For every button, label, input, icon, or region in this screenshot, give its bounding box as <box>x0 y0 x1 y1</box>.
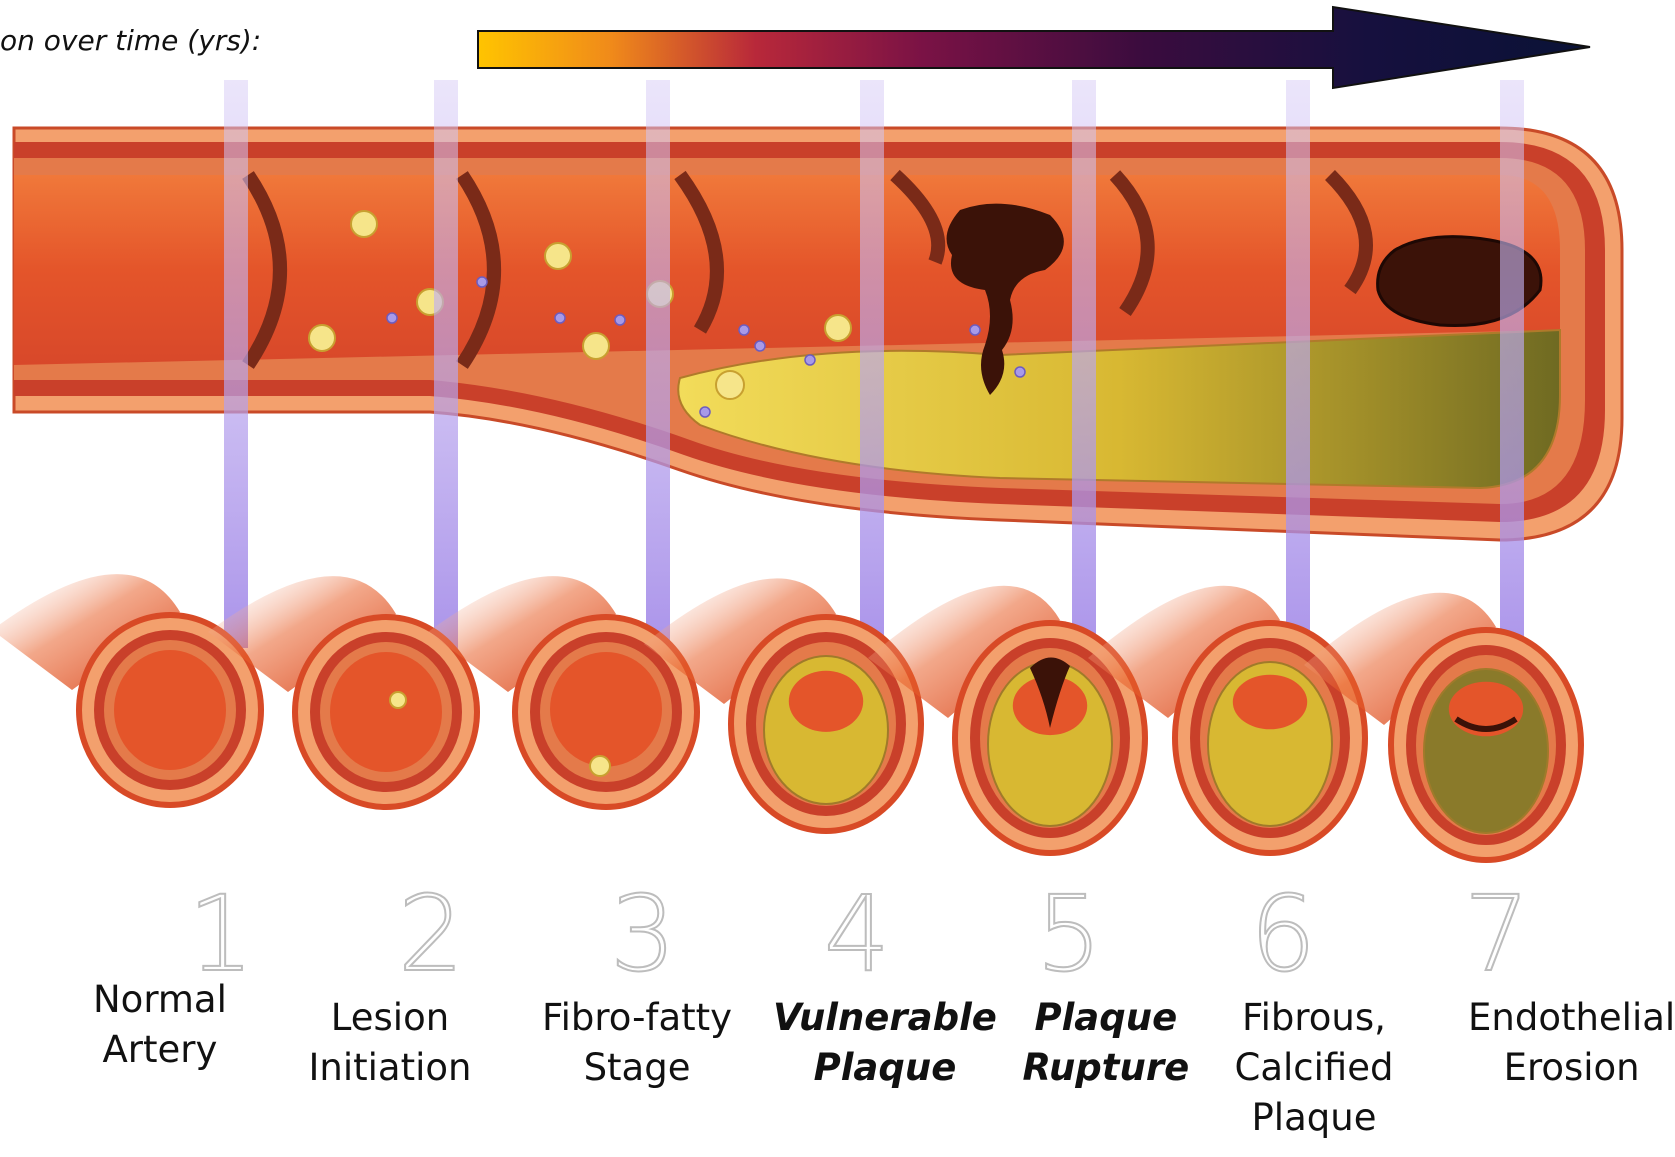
stage-4-label-line: Vulnerable <box>773 993 997 1043</box>
stage-3-label-line: Stage <box>542 1043 732 1093</box>
stage-5-label-line: Rupture <box>1023 1043 1190 1093</box>
stage-4-marker-bar <box>860 80 884 650</box>
stage-5-marker-bar <box>1072 80 1096 656</box>
stage-3-marker-bar <box>646 80 670 650</box>
stage-6-number: 6 <box>1250 873 1316 995</box>
stage-4-label-line: Plaque <box>773 1043 997 1093</box>
stage-1-label-line: Normal <box>93 975 227 1025</box>
stage-6-marker-bar <box>1286 80 1310 656</box>
stage-7-marker-bar <box>1500 80 1524 663</box>
stage-6-label-line: Fibrous, <box>1235 993 1394 1043</box>
stage-3-label-line: Fibro-fatty <box>542 993 732 1043</box>
stage-2-label-line: Lesion <box>309 993 472 1043</box>
stage-2-number: 2 <box>398 873 464 995</box>
stage-7-number: 7 <box>1464 873 1530 995</box>
stage-5-label-line: Plaque <box>1023 993 1190 1043</box>
stage-1-marker-bar <box>224 80 248 648</box>
stage-6-label-line: Calcified <box>1235 1043 1394 1093</box>
stage-4-number: 4 <box>824 873 890 995</box>
stage-3-number: 3 <box>610 873 676 995</box>
stage-2-label-line: Initiation <box>309 1043 472 1093</box>
stage-5-number: 5 <box>1036 873 1102 995</box>
stage-7-label-line: Erosion <box>1468 1043 1675 1093</box>
stage-6-label-line: Plaque <box>1235 1093 1394 1143</box>
stage-1-label-line: Artery <box>93 1025 227 1075</box>
stage-7-label-line: Endothelial <box>1468 993 1675 1043</box>
stage-2-marker-bar <box>434 80 458 650</box>
longitudinal-artery <box>14 128 1622 540</box>
timeline-arrow <box>478 7 1590 88</box>
